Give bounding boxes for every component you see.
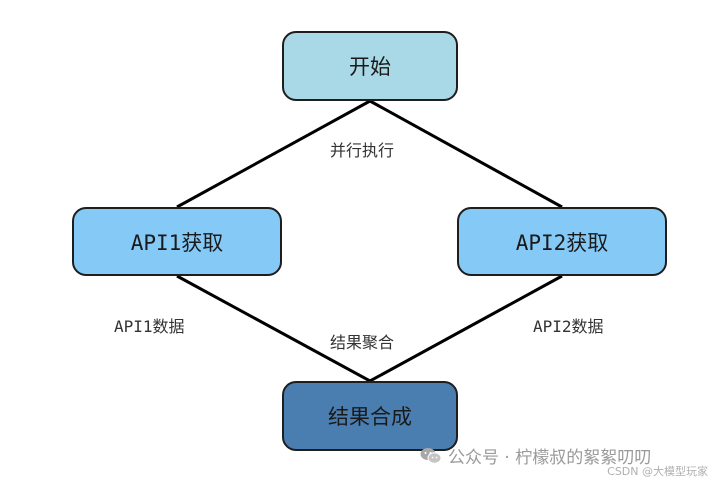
edge-api1-merge — [176, 274, 371, 383]
edge-api2-merge — [369, 274, 563, 383]
edge-start-api1 — [176, 99, 371, 209]
node-merge-result: 结果合成 — [282, 381, 458, 451]
node-api2-label: API2获取 — [515, 230, 609, 255]
csdn-watermark: CSDN @大模型玩家 — [607, 465, 708, 478]
edge-label-parallel: 并行执行 — [330, 141, 395, 160]
node-start-label: 开始 — [349, 55, 391, 79]
edge-label-api2-data: API2数据 — [533, 317, 604, 336]
node-api2-fetch: API2获取 — [457, 207, 667, 276]
node-merge-label: 结果合成 — [328, 405, 412, 429]
watermark: 公众号 · 柠檬叔的絮絮叨叨 — [420, 443, 651, 468]
watermark-account: 公众号 · 柠檬叔的絮絮叨叨 — [448, 448, 652, 468]
edge-label-aggregate: 结果聚合 — [330, 333, 395, 352]
node-start: 开始 — [282, 31, 458, 101]
wechat-icon — [420, 447, 442, 465]
node-api1-label: API1获取 — [130, 230, 224, 255]
node-api1-fetch: API1获取 — [72, 207, 282, 276]
edge-label-api1-data: API1数据 — [114, 317, 185, 336]
edge-start-api2 — [369, 99, 563, 209]
